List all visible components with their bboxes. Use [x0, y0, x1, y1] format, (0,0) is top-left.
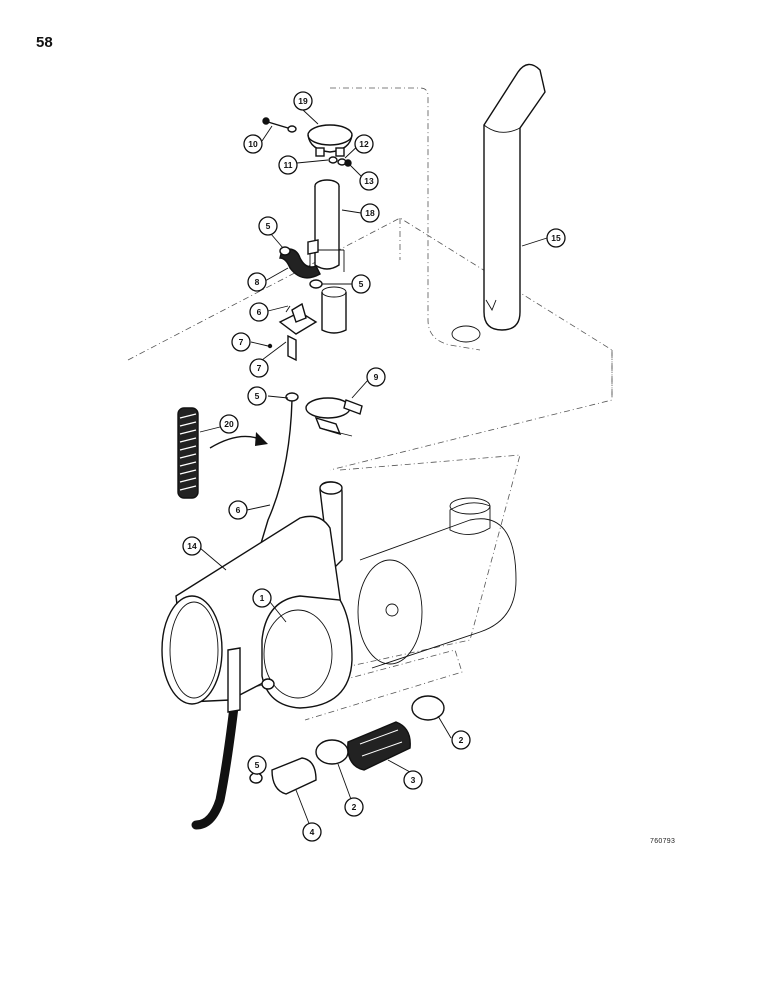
callout-5-hose: 5 — [247, 386, 267, 406]
callout-6-text: 6 — [236, 505, 241, 515]
callout-5-lower: 5 — [247, 755, 267, 775]
callout-12: 18 — [360, 203, 380, 223]
svg-text:7: 7 — [239, 337, 244, 347]
svg-text:2: 2 — [459, 735, 464, 745]
svg-text:12: 12 — [359, 139, 369, 149]
callout-6: 6 — [228, 500, 248, 520]
svg-text:11: 11 — [284, 160, 293, 170]
callout-8: 6 — [249, 302, 269, 322]
washers-and-nut — [328, 156, 352, 167]
svg-text:14: 14 — [187, 541, 197, 551]
callout-5-middle: 5 — [351, 274, 371, 294]
page-number: 58 — [36, 34, 53, 51]
callout-17: 13 — [359, 171, 379, 191]
callout-7: 7 — [249, 358, 269, 378]
callout-2-right: 2 — [451, 730, 471, 750]
svg-text:5: 5 — [266, 221, 271, 231]
callout-18: 14 — [182, 536, 202, 556]
svg-text:20: 20 — [224, 419, 234, 429]
svg-text:5: 5 — [359, 279, 364, 289]
svg-text:3: 3 — [411, 775, 416, 785]
filter-cap — [261, 595, 353, 709]
callout-5-lower-text: 5 — [255, 760, 260, 770]
callout-2-left: 2 — [344, 797, 364, 817]
svg-text:13: 13 — [364, 176, 374, 186]
svg-text:10: 10 — [248, 139, 258, 149]
clamp-upper — [307, 124, 353, 157]
svg-text:19: 19 — [298, 96, 308, 106]
svg-text:9: 9 — [374, 372, 379, 382]
callout-20: 20 — [219, 414, 239, 434]
callout-11: 9 — [366, 367, 386, 387]
svg-text:4: 4 — [310, 827, 315, 837]
callout-13: 19 — [293, 91, 313, 111]
svg-text:6: 6 — [257, 307, 262, 317]
clamp-lower — [305, 397, 363, 437]
svg-text:1: 1 — [260, 593, 265, 603]
figure-code: 760793 — [650, 838, 676, 845]
cleaner-ghost — [357, 497, 517, 669]
callout-1: 1 — [252, 588, 272, 608]
callouts: 19 10 11 12 13 18 5 8 5 6 7 7 5 9 20 6 1… — [182, 91, 566, 842]
callout-15: 11 — [278, 155, 298, 175]
callout-16: 12 — [354, 134, 374, 154]
intake-hose-set — [249, 695, 445, 795]
drain-hose — [191, 392, 299, 830]
callout-10: 8 — [247, 272, 267, 292]
callout-5-upper: 5 — [258, 216, 278, 236]
svg-text:7: 7 — [257, 363, 262, 373]
svg-text:15: 15 — [551, 233, 561, 243]
svg-text:2: 2 — [352, 802, 357, 812]
callout-4: 4 — [302, 822, 322, 842]
hood-outline — [127, 87, 613, 721]
callout-3: 3 — [403, 770, 423, 790]
svg-text:18: 18 — [365, 208, 375, 218]
callout-14: 10 — [243, 134, 263, 154]
svg-text:5: 5 — [255, 391, 260, 401]
callout-9: 7 — [231, 332, 251, 352]
hose-upper — [279, 246, 323, 289]
callout-19: 15 — [546, 228, 566, 248]
mounting-bracket — [267, 302, 318, 362]
hose-guard-spring — [177, 407, 268, 499]
pipe-sleeve — [321, 286, 347, 334]
exhaust-pipe — [307, 179, 345, 275]
exhaust-stack — [451, 63, 546, 343]
svg-text:8: 8 — [255, 277, 260, 287]
bolt — [262, 117, 297, 133]
